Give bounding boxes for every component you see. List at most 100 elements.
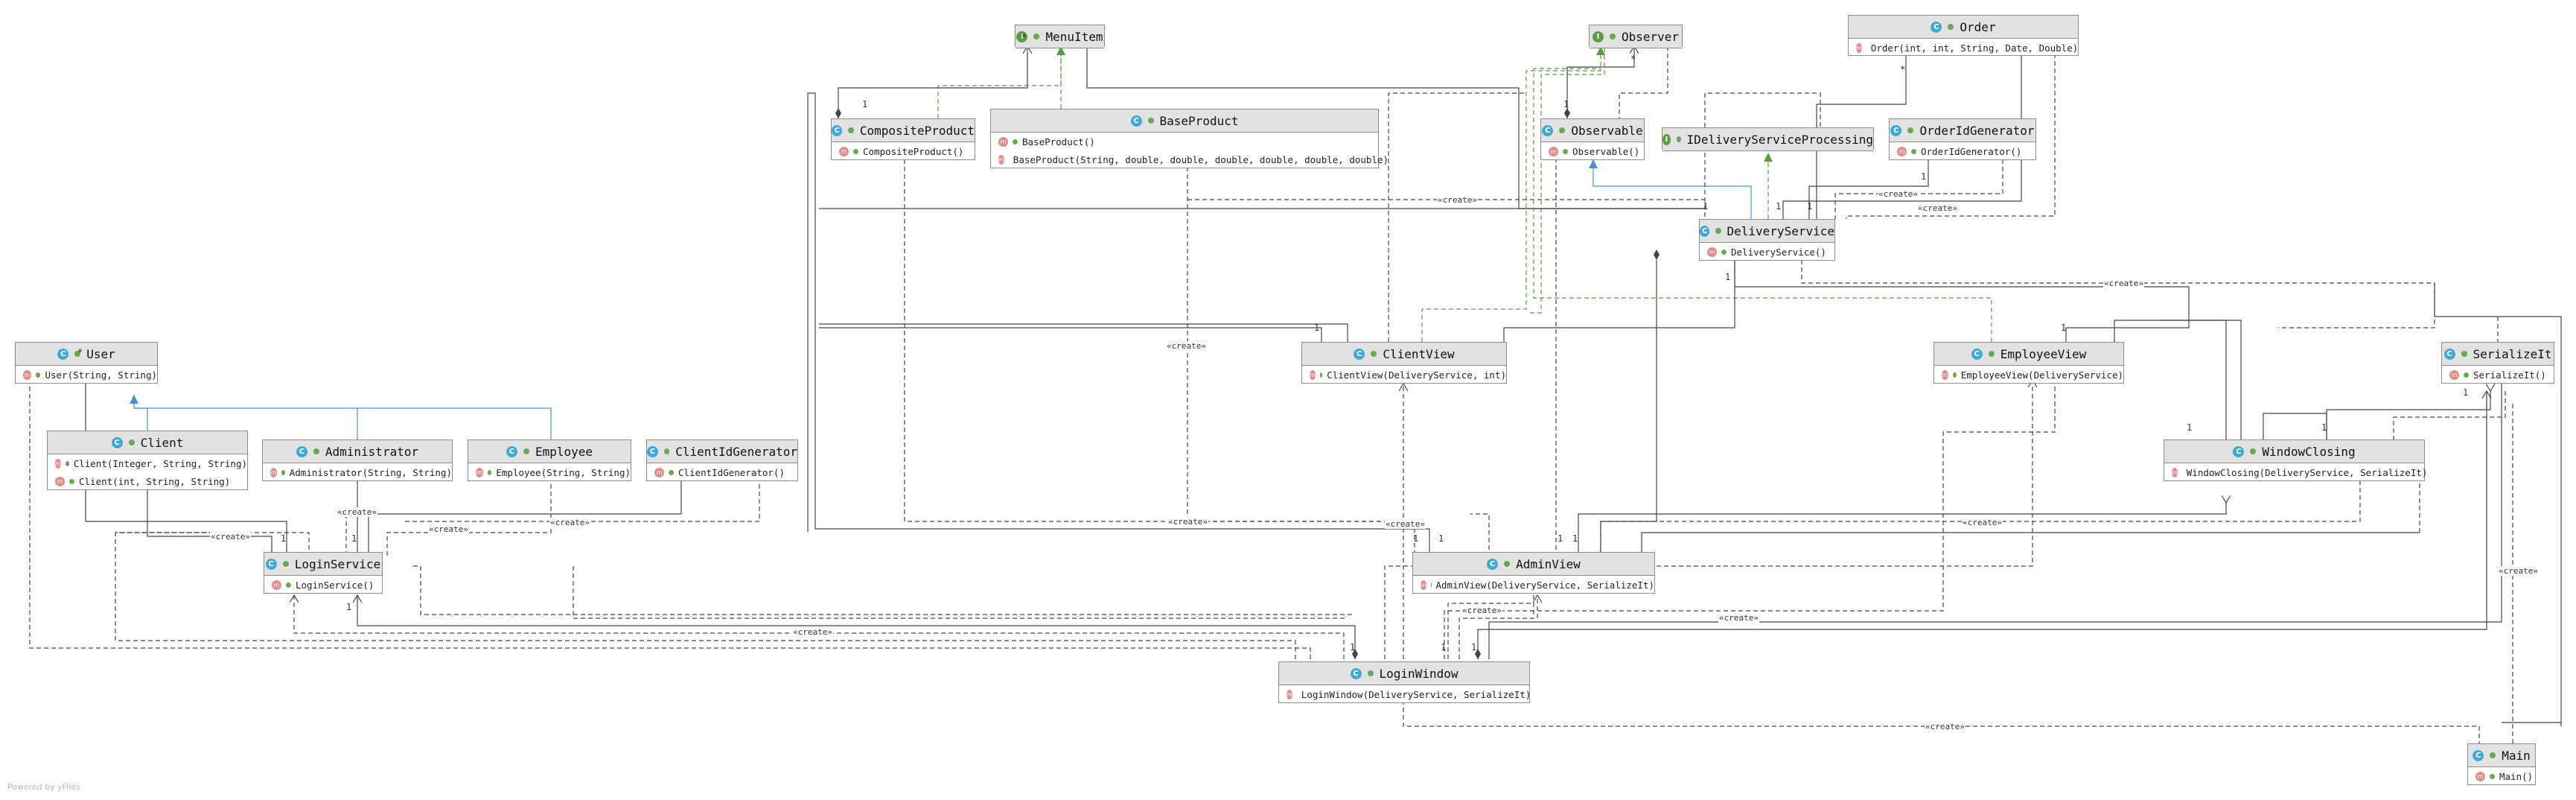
edge-lw-admin	[1458, 595, 1537, 659]
visibility-icon	[1988, 351, 1995, 357]
edge-observable-observer	[1567, 46, 1634, 118]
public-icon	[281, 469, 285, 475]
edge-admin-ds	[1600, 250, 1660, 557]
edge-frame-1	[807, 92, 1430, 557]
visibility-icon	[1948, 24, 1954, 30]
multiplicity-label: 1	[351, 533, 357, 544]
method-icon: m	[998, 136, 1008, 147]
edge-loginservice-clientid	[368, 477, 681, 557]
multiplicity-label: 1	[1725, 272, 1731, 282]
public-icon	[2464, 372, 2469, 378]
multiplicity-label: 1	[1558, 533, 1563, 544]
method-icon: m	[654, 467, 664, 477]
multiplicity-label: 1	[1314, 323, 1320, 333]
class-icon: C	[1542, 124, 1554, 136]
edge-loginservice-frame-2	[573, 566, 1348, 619]
edge-ds-employeeview	[1735, 260, 2190, 342]
edge-lw-admin-create	[1447, 603, 1534, 659]
edge-employeeview-observer	[1533, 68, 1992, 342]
public-icon	[1952, 372, 1957, 378]
class-icon: C	[506, 445, 517, 457]
member-text: LoginService()	[296, 579, 374, 591]
multiplicity-label: *	[1900, 64, 1906, 74]
edge-admin-frame	[1641, 532, 2420, 557]
multiplicity-label: 1	[1807, 201, 1813, 212]
class-name: Administrator	[325, 444, 419, 459]
visibility-icon	[2461, 351, 2467, 357]
class-name: CompositeProduct	[859, 123, 975, 138]
visibility-icon	[2250, 448, 2257, 454]
class-name: BaseProduct	[1159, 113, 1239, 128]
visibility-icon	[523, 448, 529, 454]
interface-icon: I	[1016, 31, 1028, 42]
class-icon: C	[1971, 348, 1983, 360]
edge-ds-create-employee	[1802, 260, 2435, 328]
create-label: «create»	[1167, 517, 1208, 527]
class-icon: C	[1890, 124, 1902, 136]
edge-compositeproduct-menuitem	[937, 46, 1065, 118]
edge-loginservice-frame	[413, 565, 1355, 615]
class-name: ClientView	[1383, 346, 1455, 361]
class-icon: C	[832, 124, 843, 136]
member-text: BaseProduct()	[1022, 136, 1095, 147]
member-text: Client(int, String, String)	[79, 475, 231, 487]
public-icon	[1911, 148, 1916, 154]
class-icon: C	[1354, 348, 1365, 360]
class-icon: C	[111, 436, 123, 448]
member-text: EmployeeView(DeliveryService)	[1960, 369, 2123, 381]
class-name: User	[86, 346, 115, 361]
multiplicity-label: 1	[346, 602, 352, 612]
class-icon: C	[1130, 115, 1142, 127]
visibility-icon	[1609, 34, 1616, 39]
multiplicity-label: 1	[2463, 387, 2469, 398]
class-name: EmployeeView	[2000, 346, 2087, 361]
edge-employeeview-windowclosing	[2159, 320, 2242, 439]
class-name: ClientIdGenerator	[675, 444, 797, 459]
multiplicity-label: 1	[1441, 642, 1447, 653]
edge-deliveryservice-create-orderid	[1846, 46, 2056, 219]
create-label: «create»	[2103, 279, 2144, 288]
create-label: «create»	[1166, 341, 1207, 351]
create-label: «create»	[792, 627, 833, 637]
multiplicity-label: 1	[2321, 422, 2327, 433]
class-name: OrderIdGenerator	[1919, 123, 2035, 138]
edge-lw-wc	[1478, 391, 2487, 659]
edge-clientview-ds-diamond	[1503, 261, 1735, 342]
edge-loginservice-employee	[386, 477, 551, 557]
edge-lw-main	[1403, 700, 2480, 743]
public-icon	[1319, 372, 1323, 378]
edge-compositeproduct-menuitem-assoc	[838, 46, 1027, 118]
